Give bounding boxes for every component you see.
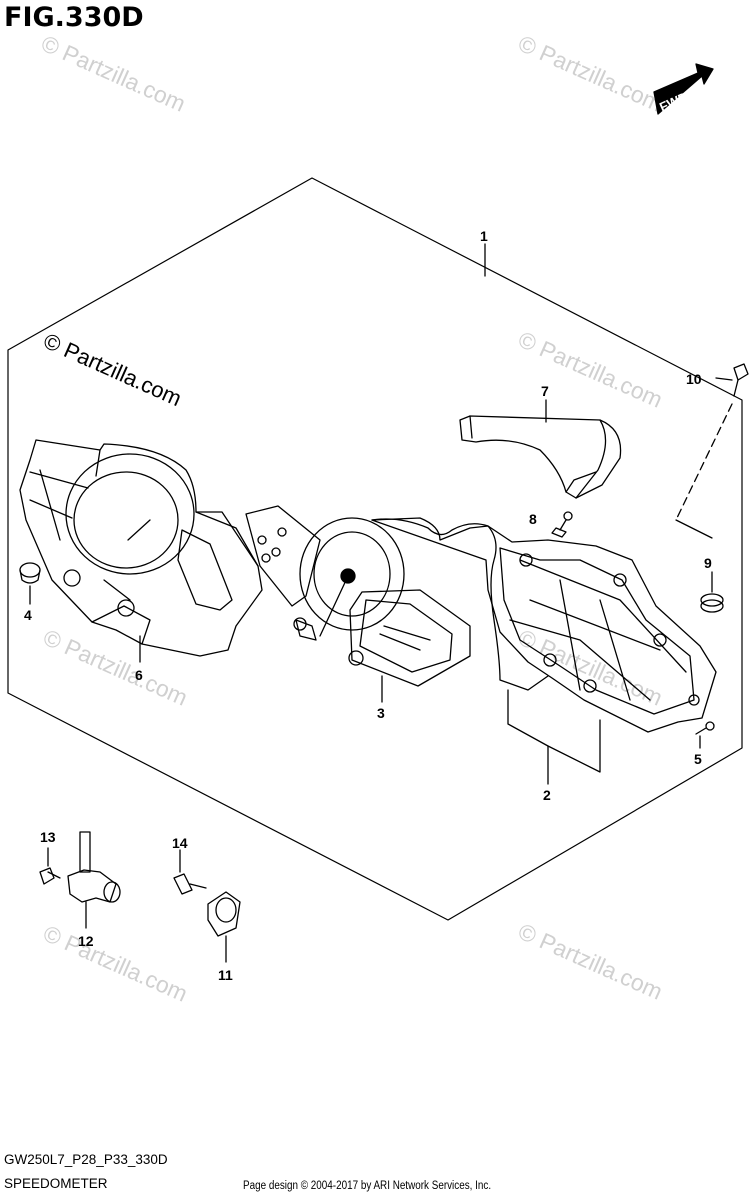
diagram-name: SPEEDOMETER xyxy=(4,1176,108,1191)
callout-8: 8 xyxy=(529,511,537,527)
diagram-code: GW250L7_P28_P33_330D xyxy=(4,1152,168,1167)
callout-12: 12 xyxy=(78,933,94,949)
part-5-screw xyxy=(695,721,715,749)
callout-1: 1 xyxy=(480,228,488,244)
callout-3: 3 xyxy=(377,705,385,721)
part-11-bracket xyxy=(207,891,241,963)
fwd-arrow-icon xyxy=(653,63,714,115)
callout-11: 11 xyxy=(218,967,233,983)
grommet-b xyxy=(117,599,135,617)
callout-2: 2 xyxy=(543,787,551,803)
page-credit: Page design © 2004-2017 by ARI Network S… xyxy=(243,1180,492,1192)
callout-10: 10 xyxy=(686,371,702,387)
callout-9: 9 xyxy=(704,555,712,571)
part-13-bolt xyxy=(39,847,61,885)
part-3-meter xyxy=(245,505,471,687)
part-14-bolt xyxy=(173,849,207,895)
callout-13: 13 xyxy=(40,829,56,845)
callouts: 1 2 3 4 5 6 7 8 9 10 11 12 13 14 xyxy=(24,228,712,983)
part-6-housing xyxy=(19,439,263,657)
part-4-bulb xyxy=(19,562,41,584)
callout-7: 7 xyxy=(541,383,549,399)
callout-5: 5 xyxy=(694,751,702,767)
callout-4: 4 xyxy=(24,607,32,623)
part-12-sensor xyxy=(67,831,121,929)
callout-6: 6 xyxy=(135,667,143,683)
part-7-visor xyxy=(459,415,622,499)
part-2-case xyxy=(371,517,717,733)
callout-14: 14 xyxy=(172,835,188,851)
part-9-grommet xyxy=(700,571,724,613)
assembly-outline xyxy=(7,177,743,921)
part-10-screw xyxy=(675,363,749,539)
figure-title: FIG.330D xyxy=(4,2,144,33)
part-8-screw xyxy=(551,511,573,538)
grommet-a xyxy=(63,569,81,587)
bracket-2 xyxy=(507,689,601,773)
